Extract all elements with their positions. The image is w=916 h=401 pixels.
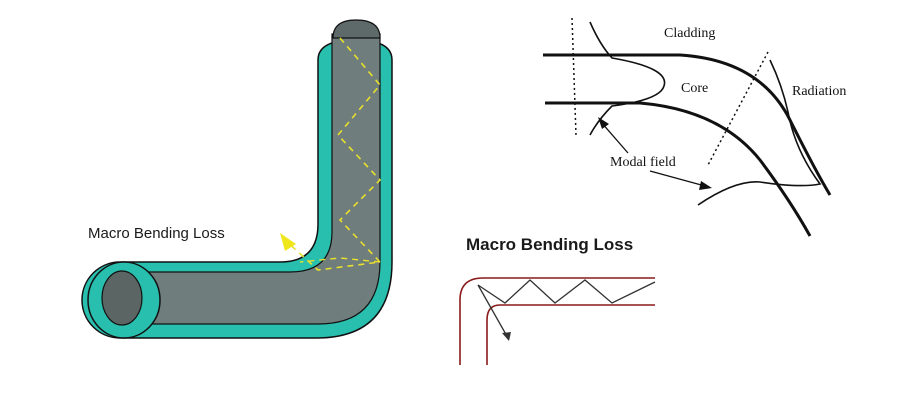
ray-diagram-title: Macro Bending Loss <box>466 235 633 254</box>
modal-field-arrow-2 <box>649 170 706 187</box>
modal-field-curve <box>589 21 666 136</box>
light-ray-secondary <box>299 257 381 263</box>
outer-boundary <box>459 277 655 365</box>
radiation-boundary-line <box>707 51 769 166</box>
modal-field-svg: Cladding Core Radiation Modal field <box>543 17 846 237</box>
escaping-ray-arrowhead <box>502 332 511 341</box>
ray-bend-diagram: Macro Bending Loss <box>440 225 670 375</box>
fiber-left-core-face <box>101 270 143 326</box>
ray-bend-svg: Macro Bending Loss <box>459 235 656 365</box>
cladding-label: Cladding <box>664 26 715 41</box>
radiating-modal-field <box>697 59 822 206</box>
zigzag-ray <box>477 279 656 339</box>
modal-field-arrowhead-1 <box>598 117 609 129</box>
modal-field-diagram: Cladding Core Radiation Modal field <box>520 0 916 250</box>
fiber-cladding <box>81 39 393 339</box>
fiber-core <box>119 33 381 325</box>
upper-boundary <box>543 53 832 196</box>
fiber-top-cap <box>332 19 381 39</box>
modal-field-arrowhead-2 <box>699 181 712 190</box>
radiation-label: Radiation <box>792 84 846 99</box>
bent-fiber-diagram: Macro Bending Loss <box>0 0 430 401</box>
modal-field-label: Modal field <box>610 155 676 170</box>
core-label: Core <box>681 81 708 96</box>
escaping-ray-arrow <box>280 233 296 251</box>
bent-fiber-svg: Macro Bending Loss <box>81 19 393 339</box>
modal-field-arrow-1 <box>600 121 629 154</box>
lower-boundary <box>545 101 812 237</box>
macro-bending-label: Macro Bending Loss <box>88 225 225 242</box>
reference-line <box>571 17 577 136</box>
light-ray <box>284 37 382 271</box>
inner-boundary <box>486 304 655 365</box>
